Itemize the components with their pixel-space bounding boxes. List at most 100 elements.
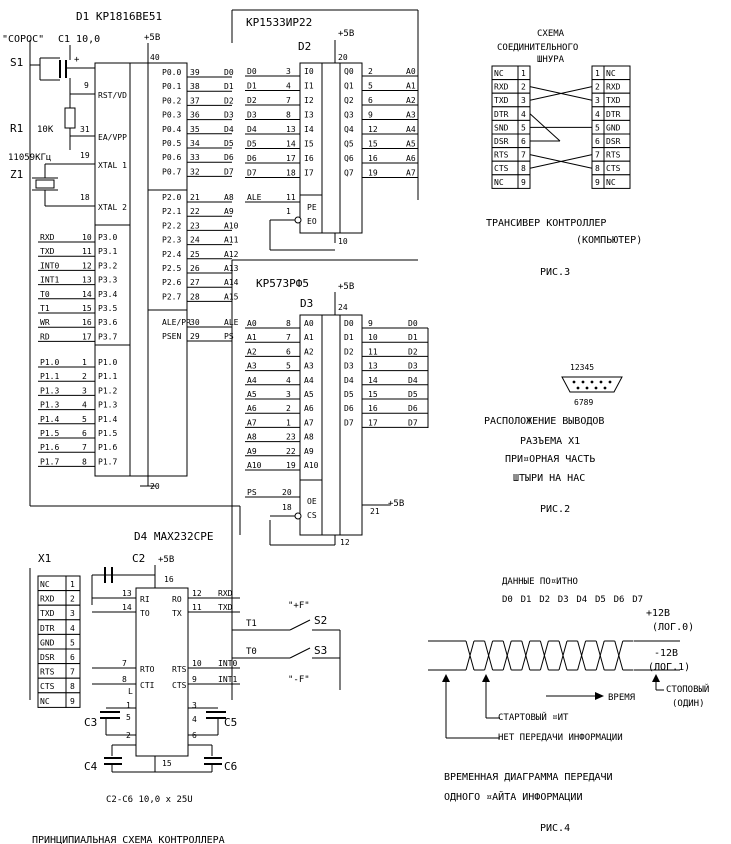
d1-pin-num: 24: [190, 236, 200, 245]
d1-pin-label: P2.0: [162, 193, 181, 202]
d4-pin-num: 11: [192, 603, 202, 612]
timing-high-note: (ЛОГ.0): [652, 622, 694, 633]
cable-left-num: 9: [521, 178, 526, 187]
cable-right-num: 1: [595, 69, 600, 78]
timing-high: +12B: [646, 608, 670, 619]
svg-text:+: +: [74, 55, 80, 65]
d1-pin-label: P1.3: [98, 401, 117, 410]
cable-right-label: RTS: [606, 151, 621, 160]
d2-pin-net: D7: [247, 169, 257, 178]
d1-pin-net: INT0: [40, 261, 59, 270]
d1-pin-net: RXD: [40, 233, 55, 242]
d4-pin-label: RTS: [172, 665, 187, 674]
connector-pin-dot: [594, 386, 598, 390]
d4-title: D4 MAX232CPE: [134, 530, 213, 543]
d1-pin-num: 29: [190, 332, 200, 341]
d1-pin-label: EA/VPP: [98, 133, 127, 142]
d3-pin-label: A3: [304, 362, 314, 371]
cable-left-num: 6: [521, 137, 526, 146]
fig4-label: РИС.4: [540, 823, 570, 834]
cable-left-num: 2: [521, 83, 526, 92]
switch-s2: S2: [314, 614, 327, 627]
cable-right-label: TXD: [606, 96, 621, 105]
cable-right-label: DSR: [606, 137, 621, 146]
d3-pin-label: A6: [304, 404, 314, 413]
d4-gnd-pin: 15: [162, 759, 172, 768]
svg-text:9: 9: [84, 81, 89, 90]
cable-right-label: CTS: [606, 164, 621, 173]
timing-header: ДАННЫЕ ПО¤ИТНО: [502, 577, 578, 587]
cable-right-num: 3: [595, 96, 600, 105]
cable-left-label: NC: [494, 69, 504, 78]
x1-row-label: NC: [40, 580, 50, 589]
d1-pin-num: 28: [190, 292, 200, 301]
d1-pin-label: XTAL 2: [98, 203, 127, 212]
cable-title-2: СОЕДИНИТЕЛЬНОГО: [497, 43, 578, 53]
d4-pin-label: RTO: [140, 665, 155, 674]
d2-pin-label: I6: [304, 154, 314, 163]
d3-gnd-pin: 12: [340, 538, 350, 547]
d3-pin-num: 3: [286, 390, 291, 399]
d2-pin-label: I2: [304, 96, 314, 105]
svg-text:19: 19: [80, 151, 90, 160]
cable-left-label: TXD: [494, 96, 509, 105]
connector-pin-dot: [599, 380, 603, 384]
cable-left-label: SND: [494, 123, 509, 132]
x1-row-label: TXD: [40, 609, 55, 618]
d2-pin-net: D2: [247, 96, 257, 105]
d2-pin-net: A7: [406, 169, 416, 178]
d1-pin-num: 37: [190, 96, 200, 105]
d3-ps-label: OE: [307, 497, 317, 506]
d1-body: [94, 62, 188, 477]
d1-pin-num: 11: [82, 247, 92, 256]
switch-s3: S3: [314, 644, 327, 657]
d1-vcc-label: +5B: [144, 33, 160, 43]
timing-bit-label: D5: [595, 595, 606, 605]
d3-pin-net: A9: [247, 447, 257, 456]
x1-row-num: 7: [70, 668, 75, 677]
cap-c5: C5: [224, 716, 237, 729]
cable-left-num: 1: [521, 69, 526, 78]
d4-pin-label: CTI: [140, 681, 155, 690]
d2-pin-num: 16: [368, 154, 378, 163]
d1-pin-label: P3.5: [98, 304, 117, 313]
d1-pin-net: P1.7: [40, 457, 59, 466]
d2-vcc-label: +5B: [338, 29, 354, 39]
cable-right-num: 8: [595, 164, 600, 173]
timing-bit-label: D3: [558, 595, 569, 605]
d4-pin-net: INT1: [218, 675, 237, 684]
cable-left-label: NC: [494, 178, 504, 187]
cable-left-num: 5: [521, 123, 526, 132]
cable-right-num: 7: [595, 151, 600, 160]
d1-pin-net: A15: [224, 292, 239, 301]
d3-pin-label: D1: [344, 333, 354, 342]
timing-edge: [558, 640, 568, 671]
d3-pin-net: D5: [408, 390, 418, 399]
switch-block: "+F" S2 T1 S3 T0 "-F": [231, 280, 341, 700]
d1-pin-net: PS: [224, 332, 234, 341]
d3-pin-num: 5: [286, 362, 291, 371]
d4-pin-num: 12: [192, 589, 202, 598]
d1-pin-label: P0.6: [162, 153, 181, 162]
d1-pin-label: P0.0: [162, 68, 181, 77]
d1-pin-label: P2.5: [162, 264, 181, 273]
cable-right-num: 6: [595, 137, 600, 146]
d1-pin-label: RST/VD: [98, 91, 127, 100]
d1-pin-num: 34: [190, 139, 200, 148]
d1-pin-num: 21: [190, 193, 200, 202]
d1-pin-num: 7: [82, 443, 87, 452]
switch-plus: "+F": [288, 601, 310, 611]
r1-label: R1: [10, 122, 23, 135]
d1-pin-label: P3.4: [98, 290, 117, 299]
d3-pin-num: 11: [368, 347, 378, 356]
timing-bit-label: D2: [539, 595, 550, 605]
d1-pin-label: P0.7: [162, 167, 181, 176]
d1-pin-num: 38: [190, 82, 200, 91]
timing-stop-note: (ОДИН): [672, 699, 705, 709]
timing-low: -12B: [654, 648, 678, 659]
fig2-label: РИС.2: [540, 504, 570, 515]
d2-pin-net: A5: [406, 140, 416, 149]
